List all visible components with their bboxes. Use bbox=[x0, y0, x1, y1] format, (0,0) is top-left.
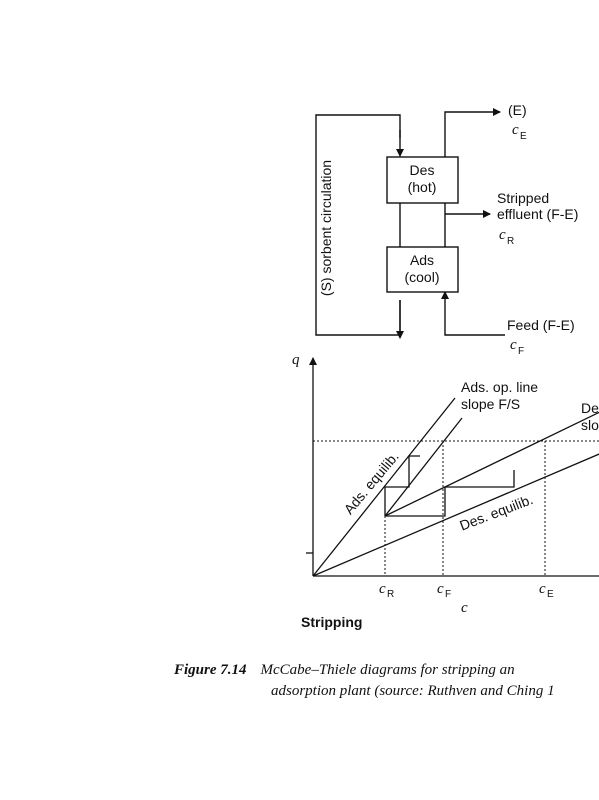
panel-title: Stripping bbox=[301, 614, 362, 630]
feed-subscript: F bbox=[518, 346, 524, 357]
tick-cE-subscript: E bbox=[547, 589, 554, 600]
ads-box-line2: (cool) bbox=[404, 269, 439, 285]
flow-diagram bbox=[315, 108, 505, 339]
des-box-line2: (hot) bbox=[408, 179, 437, 195]
middle-outlet-symbol: c bbox=[499, 227, 506, 243]
caption-text-line1: McCabe–Thiele diagrams for stripping an bbox=[260, 662, 515, 678]
middle-outlet-line2: effluent (F-E) bbox=[497, 206, 578, 222]
ads-op-line-label-1: Ads. op. line bbox=[461, 379, 538, 395]
des-op-line-label-2: slo bbox=[581, 417, 599, 433]
y-axis-symbol: q bbox=[292, 352, 300, 368]
tick-cR-symbol: c bbox=[379, 581, 386, 597]
circulation-label: (S) sorbent circulation bbox=[318, 160, 334, 296]
feed-symbol: c bbox=[510, 337, 517, 353]
top-outlet-line bbox=[444, 108, 501, 157]
top-outlet-stream: (E) bbox=[508, 102, 527, 118]
figure-number: Figure 7.14 bbox=[174, 662, 247, 678]
mccabe-thiele-chart bbox=[306, 357, 599, 577]
ads-operating-line bbox=[384, 417, 463, 517]
top-outlet-subscript: E bbox=[520, 131, 527, 142]
des-box bbox=[386, 156, 459, 204]
des-operating-line bbox=[384, 411, 599, 517]
des-equilibrium-line bbox=[312, 453, 599, 577]
des-stage-steps bbox=[385, 470, 515, 517]
tick-cF-symbol: c bbox=[437, 581, 444, 597]
x-axis-symbol: c bbox=[461, 600, 468, 616]
caption-text-line2: adsorption plant (source: Ruthven and Ch… bbox=[271, 683, 555, 699]
ads-box-line1: Ads bbox=[410, 252, 434, 268]
figure-caption: Figure 7.14 McCabe–Thiele diagrams for st… bbox=[174, 660, 599, 702]
des-op-line-label-1: De bbox=[581, 400, 599, 416]
middle-outlet-subscript: R bbox=[507, 236, 514, 247]
tick-cF-subscript: F bbox=[445, 589, 451, 600]
caption-line1: Figure 7.14 McCabe–Thiele diagrams for st… bbox=[174, 660, 599, 681]
des-box-line1: Des bbox=[410, 162, 435, 178]
tick-cR-subscript: R bbox=[387, 589, 394, 600]
tick-cE-symbol: c bbox=[539, 581, 546, 597]
feed-inlet-line bbox=[441, 291, 505, 336]
middle-outlet-line1: Stripped bbox=[497, 190, 549, 206]
feed-label: Feed (F-E) bbox=[507, 317, 575, 333]
ads-op-line-label-2: slope F/S bbox=[461, 396, 520, 412]
ads-equilibrium-line bbox=[312, 397, 456, 577]
ads-stage-steps bbox=[384, 455, 420, 516]
top-outlet-symbol: c bbox=[512, 122, 519, 138]
ads-box bbox=[386, 246, 459, 293]
